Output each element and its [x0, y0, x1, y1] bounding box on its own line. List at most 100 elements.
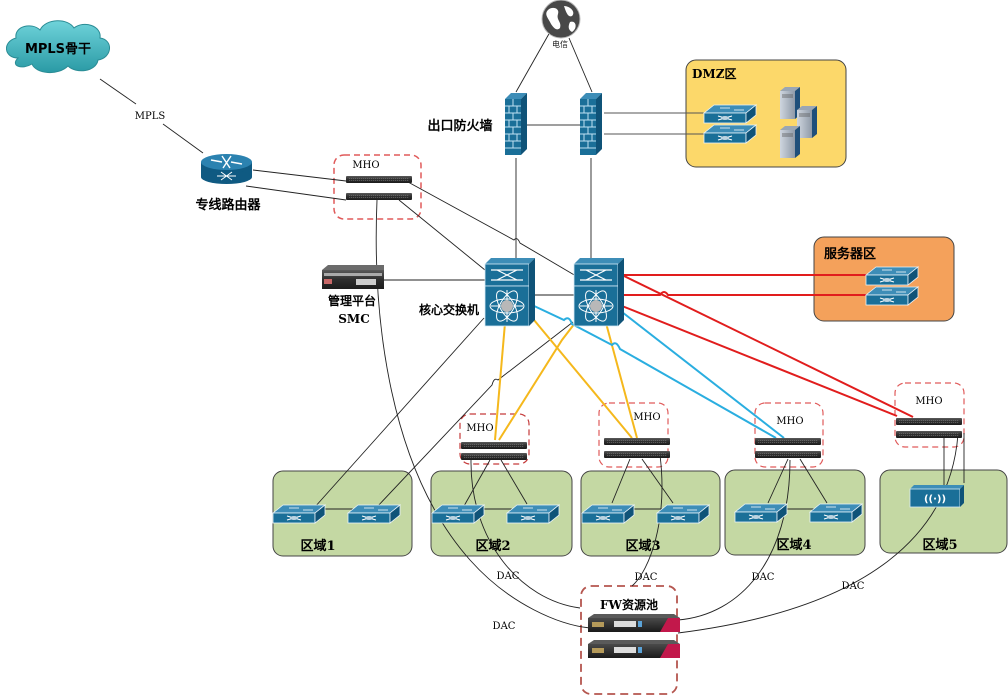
- dac-label-zone2: DAC: [497, 571, 520, 582]
- fw-pool-appliance-1-icon: [588, 614, 680, 632]
- zone-1-devices: 区域1: [272, 504, 401, 554]
- link-core1-mho4: [531, 304, 777, 439]
- dac-label-zone3: DAC: [635, 572, 658, 583]
- link-core2-mho2: [498, 322, 576, 441]
- zone1-switch-2-icon: [347, 504, 401, 524]
- yellow-links: [494, 319, 638, 441]
- link-core2-mho5-b: [621, 305, 898, 417]
- link-core1-mho2: [494, 322, 506, 441]
- black-links: [99, 31, 965, 634]
- mgmt-platform-label: 管理平台: [328, 293, 376, 308]
- zone-2-devices: 区域2: [431, 504, 560, 554]
- zone3-switch-2-icon: [656, 504, 710, 524]
- fw-pool-group: [580, 585, 678, 695]
- link-internet-fw2: [568, 37, 593, 93]
- link-core1-zone1: [313, 317, 485, 509]
- zone2-switch-2-icon: [506, 504, 560, 524]
- zone4-switch-2-icon: [809, 503, 863, 523]
- link-dac-zone2: [470, 459, 581, 609]
- dmz-switch-1-icon: [703, 104, 757, 124]
- link-dac-zone4: [677, 459, 791, 621]
- core-switch-label: 核心交换机: [419, 302, 479, 317]
- link-mpls-upper: [99, 78, 137, 105]
- link-mho1-core2: [407, 181, 577, 277]
- fw-pool-label: FW资源池: [600, 597, 658, 612]
- mho-zone2-label: MHO: [466, 423, 493, 434]
- zone-4-label: 区域4: [776, 537, 811, 553]
- server-zone-label: 服务器区: [824, 246, 876, 262]
- core-switch-2-icon: [573, 257, 625, 327]
- red-links: [621, 274, 914, 418]
- mho-top-devices: MHO: [345, 160, 413, 201]
- egress-firewall: 出口防火墙: [427, 92, 603, 156]
- link-router-mho1: [252, 169, 347, 182]
- mpls-cloud-label: MPLS骨干: [25, 42, 91, 57]
- mho-zone2-switch-2-icon: [460, 452, 528, 461]
- link-core2-zone1: [375, 321, 574, 509]
- mho-group-top: [333, 154, 422, 220]
- mho-zone5-switch-1-icon: [895, 417, 963, 426]
- fw-pool-appliance-2-icon: [588, 640, 680, 658]
- link-router-mho2: [245, 185, 347, 201]
- mho-group-zone2: [459, 413, 530, 465]
- mho-zone5-label: MHO: [915, 396, 942, 407]
- zone-2-label: 区域2: [475, 538, 510, 554]
- mho-zone4-label: MHO: [776, 416, 803, 427]
- server-switch-2-icon: [865, 286, 919, 306]
- mho-zone2-devices: MHO: [460, 423, 528, 461]
- wireless-ap-icon: ((·)): [909, 485, 964, 508]
- dmz-devices: DMZ区: [692, 67, 818, 159]
- link-mho2-sw-b: [500, 459, 528, 505]
- mho-zone5-devices: MHO: [895, 396, 963, 439]
- zone1-switch-1-icon: [272, 504, 326, 524]
- management-platform: 管理平台 SMC: [322, 265, 384, 326]
- internet-label: 电信: [552, 39, 568, 49]
- mho-zone4-switch-1-icon: [754, 437, 822, 446]
- blue-links: [531, 304, 785, 439]
- svg-text:((·)): ((·)): [924, 494, 946, 505]
- link-dac-zone3: [631, 454, 663, 587]
- mho-zone2-switch-1-icon: [460, 441, 528, 450]
- zone-3-label: 区域3: [625, 538, 660, 554]
- server-zone-devices: 服务器区: [824, 246, 919, 306]
- zone-3-devices: 区域3: [581, 504, 710, 554]
- zone3-switch-1-icon: [581, 504, 635, 524]
- link-mho4-sw-a: [767, 458, 789, 504]
- zone4-switch-1-icon: [734, 503, 788, 523]
- link-core1-mho3: [533, 319, 633, 439]
- zone2-switch-1-icon: [431, 504, 485, 524]
- mgmt-platform-sublabel: SMC: [338, 312, 370, 326]
- mho-zone4-devices: MHO: [754, 416, 822, 459]
- mpls-cloud: MPLS骨干: [6, 20, 110, 73]
- zone-5-label: 区域5: [922, 537, 957, 553]
- firewall-1-icon: [504, 92, 528, 156]
- server-switch-1-icon: [865, 266, 919, 286]
- dac-label-zone5: DAC: [842, 581, 865, 592]
- zone-1-label: 区域1: [300, 538, 335, 554]
- link-mho2-core1: [398, 199, 486, 271]
- dmz-server-3-icon: [779, 125, 801, 159]
- mho-zone3-label: MHO: [633, 412, 660, 423]
- link-dac-zone5: [677, 433, 959, 634]
- zone-2: [430, 470, 573, 557]
- dedicated-router: 专线路由器: [195, 154, 261, 213]
- mho-zone3-switch-1-icon: [603, 437, 671, 446]
- mho-zone5-switch-2-icon: [895, 430, 963, 439]
- mpls-link-label: MPLS: [135, 111, 166, 122]
- internet-telecom: 电信: [541, 0, 581, 49]
- server-appliance-icon: [322, 265, 384, 289]
- router-icon: [201, 154, 252, 184]
- mho-zone3-devices: MHO: [603, 412, 671, 459]
- router-label: 专线路由器: [195, 197, 261, 213]
- mho-zone3-switch-2-icon: [603, 450, 671, 459]
- mho-group-zone3: [598, 402, 669, 468]
- dac-label-mho-top: DAC: [493, 621, 516, 632]
- cloud-icon: [6, 20, 110, 73]
- mho-top-switch-1-icon: [345, 175, 413, 184]
- mho-zone4-switch-2-icon: [754, 450, 822, 459]
- egress-firewall-label: 出口防火墙: [427, 118, 492, 134]
- core-switches: 核心交换机: [419, 257, 625, 327]
- mho-top-switch-2-icon: [345, 192, 413, 201]
- firewall-2-icon: [579, 92, 603, 156]
